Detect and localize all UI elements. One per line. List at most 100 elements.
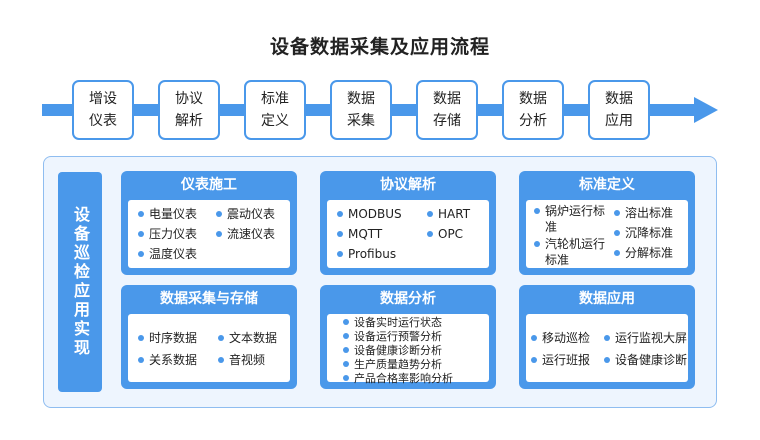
item-label: 沉降标准 — [625, 226, 674, 240]
side-label-box: 设备巡检应用实现 — [58, 172, 102, 392]
card-body: 时序数据 文本数据 关系数据 音视频 — [128, 314, 290, 382]
card-body: MODBUS HART MQTT OPC Profibus — [327, 200, 489, 268]
card-body: 电量仪表 震动仪表 压力仪表 流速仪表 温度仪表 — [128, 200, 290, 268]
card-title: 数据采集与存储 — [160, 291, 258, 307]
item-label: 电量仪表 — [149, 207, 198, 221]
item-label: 运行班报 — [542, 353, 591, 367]
bullet-icon — [138, 210, 144, 217]
card-body: 设备实时运行状态 设备运行预警分析 设备健康诊断分析 生产质量趋势分析 产品合格… — [327, 314, 489, 385]
card-instrument: 仪表施工 电量仪表 震动仪表 压力仪表 流速仪表 温度仪表 — [121, 171, 297, 275]
bullet-icon — [343, 319, 349, 325]
card-collect-storage: 数据采集与存储 时序数据 文本数据 关系数据 音视频 — [121, 285, 297, 389]
bullet-icon — [138, 230, 144, 237]
bullet-icon — [614, 209, 620, 216]
bullet-icon — [337, 250, 343, 257]
flow-step-data-analysis: 数据 分析 — [502, 80, 564, 140]
card-title: 协议解析 — [380, 177, 436, 193]
card-analysis: 数据分析 设备实时运行状态 设备运行预警分析 设备健康诊断分析 生产质量趋势分析… — [320, 285, 496, 389]
item-label: HART — [438, 207, 471, 221]
bullet-icon — [138, 356, 144, 363]
item-label: 音视频 — [229, 353, 266, 367]
bullet-icon — [427, 230, 433, 237]
flow-step-data-collect: 数据 采集 — [330, 80, 392, 140]
flow-step-line2: 应用 — [605, 113, 633, 129]
list-item: 设备健康诊断 — [604, 352, 687, 368]
list-item: MQTT — [337, 226, 382, 242]
list-item: 震动仪表 — [216, 206, 275, 222]
flow-step-line1: 标准 — [261, 91, 289, 107]
flow-step-protocol-parse: 协议 解析 — [158, 80, 220, 140]
list-item: 汽轮机运行标准 — [534, 236, 610, 268]
list-item: 时序数据 — [138, 330, 197, 346]
bullet-icon — [531, 334, 537, 341]
item-label: 设备实时运行状态 — [354, 316, 442, 329]
list-item: 设备实时运行状态 — [343, 315, 442, 330]
flow-step-line1: 数据 — [433, 91, 461, 107]
card-body: 移动巡检 运行监视大屏 运行班报 设备健康诊断 — [526, 314, 688, 382]
list-item: 文本数据 — [218, 330, 277, 346]
flow-step-standard-define: 标准 定义 — [244, 80, 306, 140]
item-label: 运行监视大屏 — [615, 331, 688, 345]
item-label: 生产质量趋势分析 — [354, 358, 442, 371]
item-label: 文本数据 — [229, 331, 278, 345]
card-protocol: 协议解析 MODBUS HART MQTT OPC Profibus — [320, 171, 496, 275]
item-label: OPC — [438, 227, 464, 241]
bullet-icon — [218, 334, 224, 341]
diagram-title: 设备数据采集及应用流程 — [269, 36, 490, 58]
card-body: 锅炉运行标准 溶出标准 汽轮机运行标准 沉降标准 分解标准 — [526, 200, 688, 268]
list-item: 运行班报 — [531, 352, 590, 368]
flow-step-line2: 分析 — [519, 113, 547, 129]
list-item: 移动巡检 — [531, 330, 590, 346]
bullet-icon — [138, 250, 144, 257]
bullet-icon — [218, 356, 224, 363]
flow-step-line1: 数据 — [347, 91, 375, 107]
side-label: 设备巡检应用实现 — [71, 206, 90, 358]
list-item: 关系数据 — [138, 352, 197, 368]
card-title: 仪表施工 — [181, 177, 237, 193]
flow-step-line2: 解析 — [175, 113, 203, 129]
flow-step-add-instrument: 增设 仪表 — [72, 80, 134, 140]
item-label: 锅炉运行标准 — [545, 204, 606, 234]
bullet-icon — [216, 210, 222, 217]
item-label: MODBUS — [348, 207, 402, 221]
item-label: 产品合格率影响分析 — [354, 372, 453, 385]
item-label: 设备运行预警分析 — [354, 330, 442, 343]
list-item: 设备运行预警分析 — [343, 329, 442, 344]
bullet-icon — [343, 333, 349, 339]
list-item: 压力仪表 — [138, 226, 197, 242]
item-label: 震动仪表 — [227, 207, 276, 221]
bullet-icon — [534, 208, 540, 214]
card-title: 数据应用 — [579, 291, 635, 307]
bullet-icon — [337, 230, 343, 237]
flow-step-data-application: 数据 应用 — [588, 80, 650, 140]
item-label: 温度仪表 — [149, 247, 198, 261]
bullet-icon — [604, 334, 610, 341]
item-label: 溶出标准 — [625, 206, 674, 220]
bullet-icon — [604, 356, 610, 363]
bullet-icon — [337, 210, 343, 217]
list-item: Profibus — [337, 246, 396, 262]
list-item: 音视频 — [218, 352, 265, 368]
item-label: 设备健康诊断 — [615, 353, 688, 367]
bullet-icon — [343, 361, 349, 367]
item-label: 移动巡检 — [542, 331, 591, 345]
list-item: MODBUS — [337, 206, 402, 222]
item-label: Profibus — [348, 247, 397, 261]
list-item: 电量仪表 — [138, 206, 197, 222]
item-label: 流速仪表 — [227, 227, 276, 241]
bullet-icon — [343, 375, 349, 381]
bullet-icon — [614, 229, 620, 236]
bullet-icon — [534, 241, 540, 247]
item-label: 设备健康诊断分析 — [354, 344, 442, 357]
list-item: 沉降标准 — [614, 225, 673, 241]
item-label: MQTT — [348, 227, 383, 241]
bullet-icon — [343, 347, 349, 353]
list-item: OPC — [427, 226, 463, 242]
flow-step-line1: 数据 — [519, 91, 547, 107]
card-title: 标准定义 — [579, 177, 635, 193]
list-item: 锅炉运行标准 — [534, 203, 610, 235]
list-item: 流速仪表 — [216, 226, 275, 242]
flow-step-line1: 增设 — [89, 91, 117, 107]
list-item: 生产质量趋势分析 — [343, 357, 442, 372]
list-item: 分解标准 — [614, 245, 673, 261]
